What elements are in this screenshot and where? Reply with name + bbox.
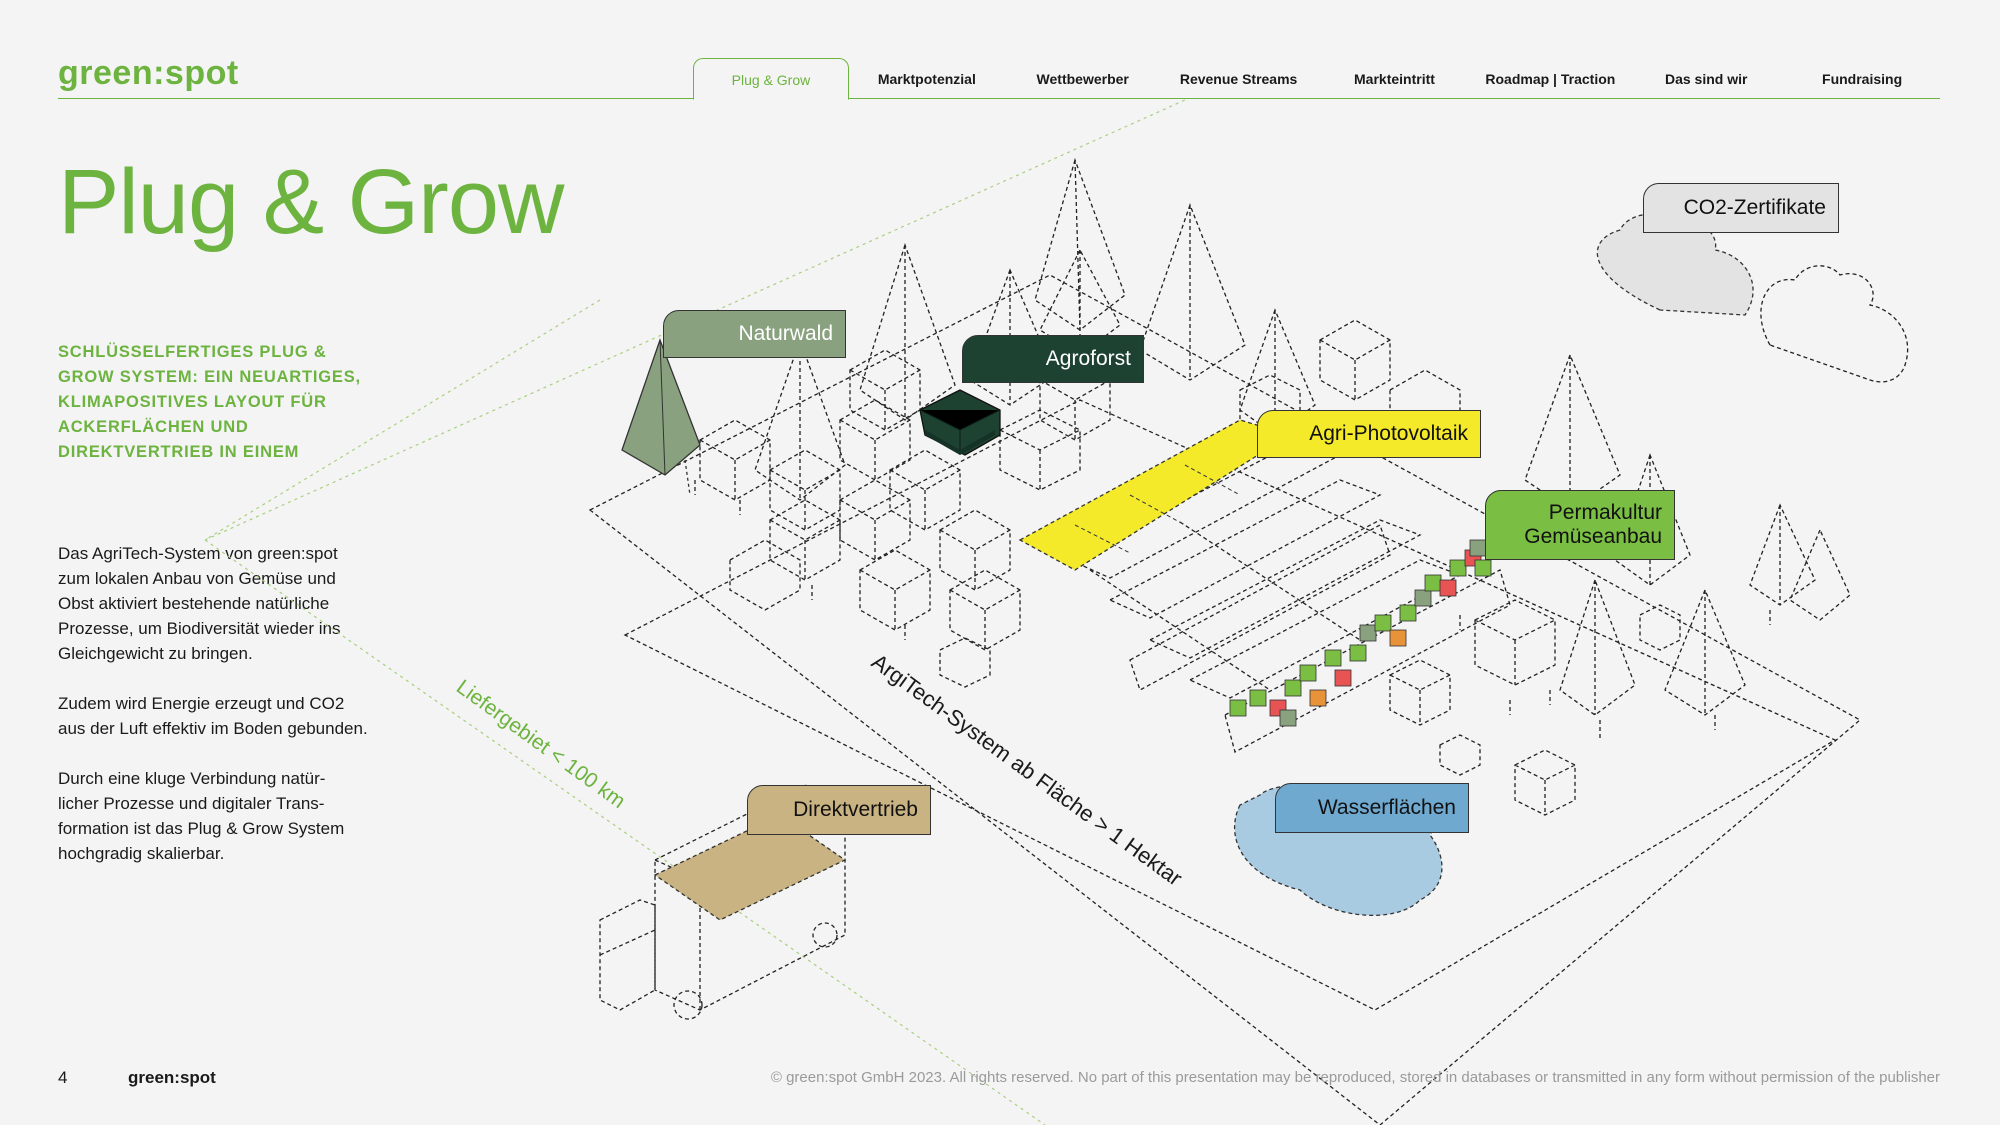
- tab-wettbewerber[interactable]: Wettbewerber: [1036, 71, 1129, 87]
- label-wasserflaechen: Wasserflächen: [1275, 783, 1469, 833]
- page-title: Plug & Grow: [58, 151, 564, 253]
- page-number: 4: [58, 1068, 68, 1087]
- label-co2-zertifikate: CO2-Zertifikate: [1643, 183, 1839, 233]
- planter-bed-1: [1224, 569, 1511, 753]
- truck-cargo-top: [653, 814, 847, 921]
- delivery-caption: Liefergebiet < 100 km: [452, 675, 629, 813]
- tab-fundraising[interactable]: Fundraising: [1822, 71, 1903, 87]
- vegetable-crates: [1229, 539, 1492, 727]
- tab-markteintritt[interactable]: Markteintritt: [1354, 71, 1435, 87]
- label-permakultur: Permakultur Gemüseanbau: [1485, 490, 1675, 560]
- paragraph-3: Durch eine kluge Verbindung natür- liche…: [58, 769, 345, 863]
- planter-bed-2: [1129, 524, 1391, 691]
- photovoltaik-panel: [1018, 419, 1292, 571]
- cloud-outline-icon: [1760, 265, 1909, 383]
- outer-boundary: [588, 274, 1862, 1125]
- tab-das-sind-wir[interactable]: Das sind wir: [1664, 71, 1748, 87]
- tab-roadmap-traction[interactable]: Roadmap | Traction: [1485, 71, 1616, 87]
- tab-plug-grow[interactable]: Plug & Grow: [693, 58, 849, 100]
- nav-tabs: Plug & Grow Marktpotenzial Wettbewerber …: [693, 58, 1940, 100]
- agroforst-cube: [919, 389, 1001, 456]
- footer-brand: green:spot: [128, 1068, 216, 1087]
- paragraph-2: Zudem wird Energie erzeugt und CO2 aus d…: [58, 694, 368, 738]
- body-text: Das AgriTech-System von green:spot zum l…: [58, 541, 368, 891]
- top-navigation: Plug & Grow Marktpotenzial Wettbewerber …: [58, 58, 1940, 100]
- guide-lines: [204, 99, 1186, 1125]
- solar-rows: [1068, 439, 1462, 699]
- system-area: [623, 399, 1837, 1011]
- tab-marktpotenzial[interactable]: Marktpotenzial: [877, 71, 976, 87]
- naturwald-tree: [621, 338, 701, 496]
- cloud-filled-icon: [1596, 213, 1754, 316]
- tree-trunks: [694, 480, 1771, 740]
- label-naturwald: Naturwald: [663, 310, 846, 358]
- tab-revenue-streams[interactable]: Revenue Streams: [1179, 71, 1298, 87]
- logo: green:spot: [58, 54, 239, 92]
- label-agri-photovoltaik: Agri-Photovoltaik: [1257, 410, 1481, 458]
- label-agroforst: Agroforst: [962, 335, 1144, 383]
- label-direktvertrieb: Direktvertrieb: [747, 785, 931, 835]
- copyright-notice: © green:spot GmbH 2023. All rights reser…: [770, 1069, 1940, 1086]
- paragraph-1: Das AgriTech-System von green:spot zum l…: [58, 544, 341, 663]
- subheading: SCHLÜSSELFERTIGES PLUG & GROW SYSTEM: EI…: [58, 343, 361, 461]
- tree-cubes: [699, 319, 1681, 816]
